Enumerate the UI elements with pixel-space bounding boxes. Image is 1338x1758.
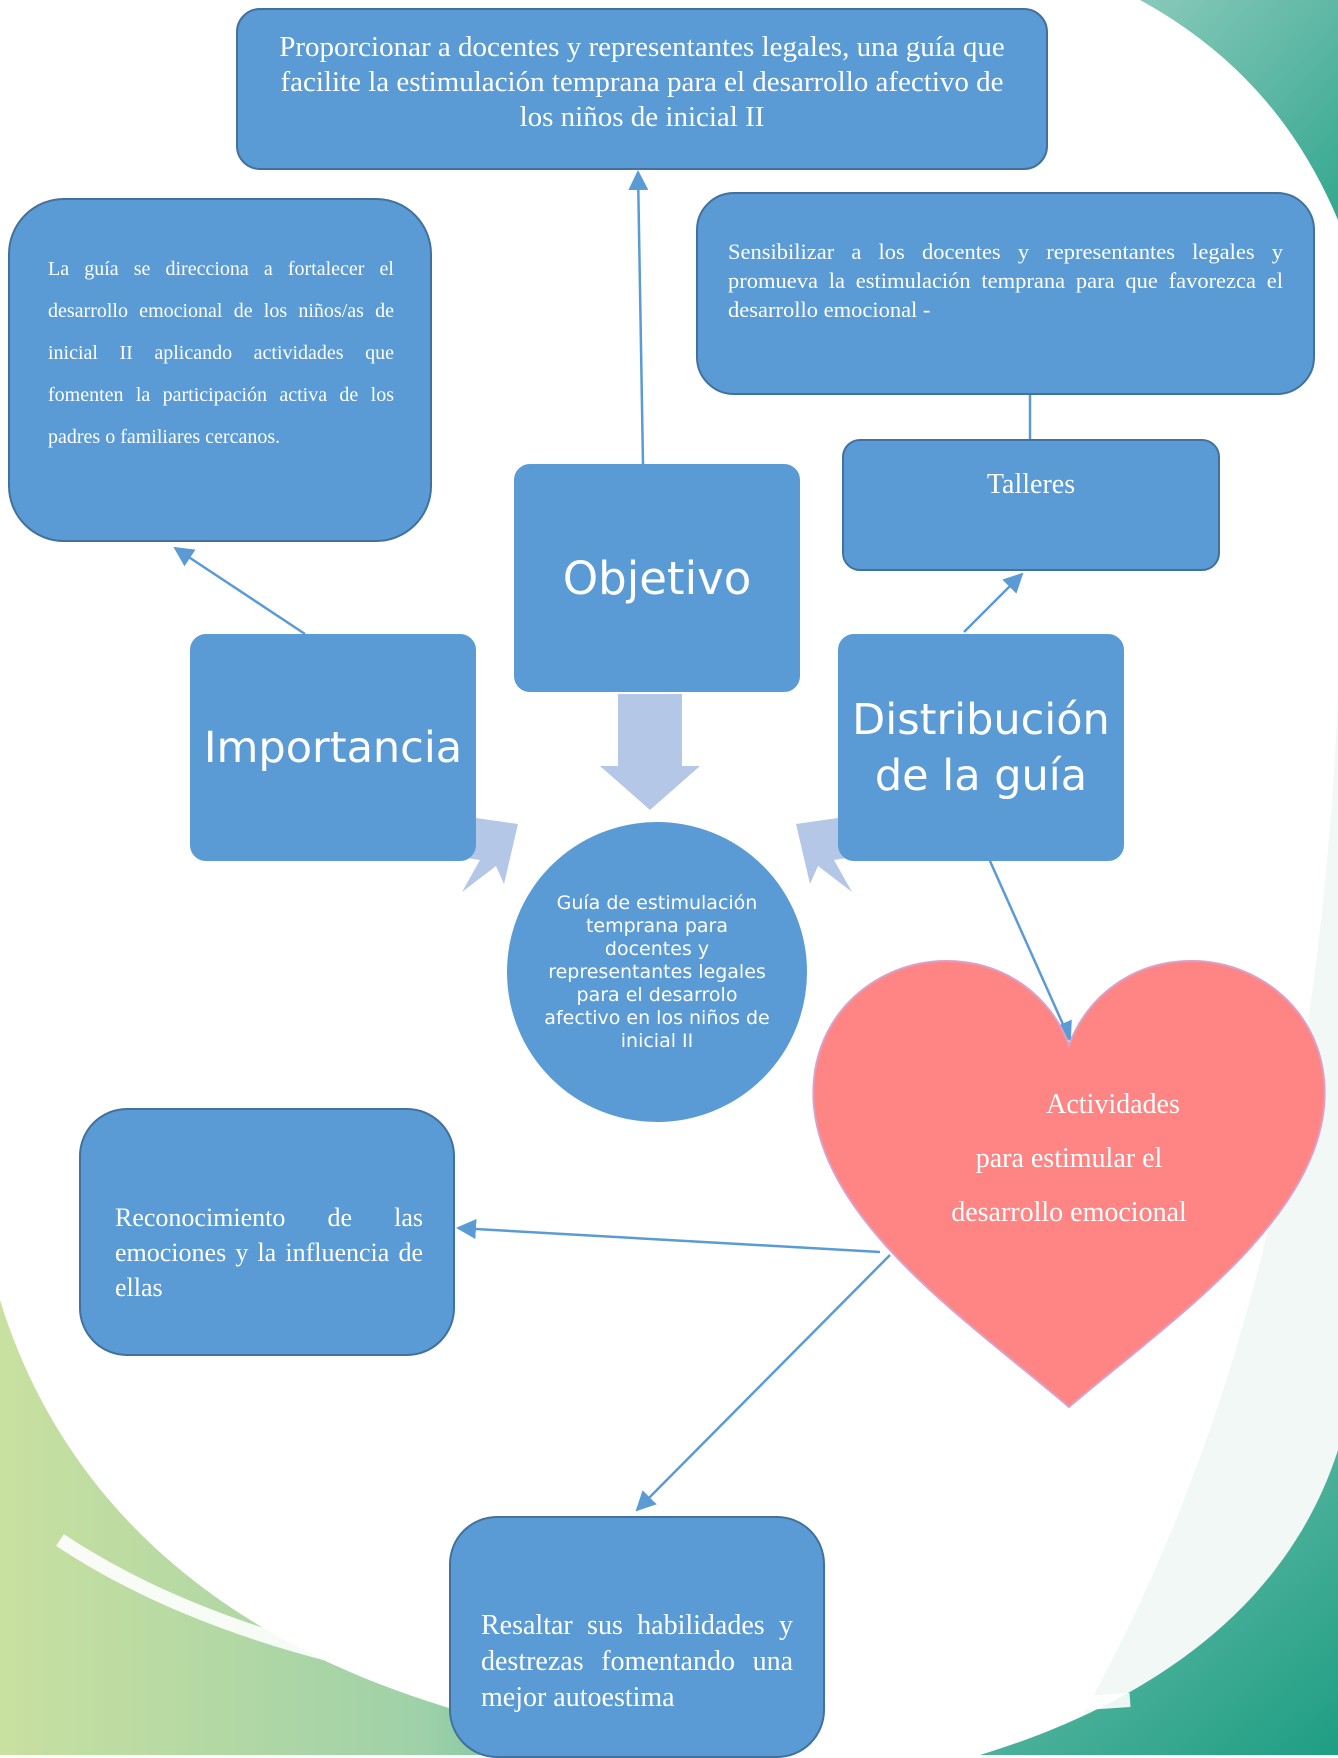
arrow-importancia-to-description (173, 546, 306, 636)
importance-description-box: La guía se direcciona a fortalecer el de… (8, 198, 432, 542)
highlight-box: Resaltar sus habilidades y destrezas fom… (449, 1516, 825, 1758)
arrow-activities-to-highlight (635, 1254, 891, 1512)
distribucion-box: Distribución de la guía (838, 634, 1124, 861)
center-text: Guía de estimulación temprana para docen… (544, 891, 770, 1052)
talleres-box: Talleres (842, 439, 1220, 571)
objective-box: Proporcionar a docentes y representantes… (236, 8, 1048, 170)
distribution-description-box: Sensibilizar a los docentes y representa… (696, 192, 1315, 395)
highlight-text: Resaltar sus habilidades y destrezas fom… (481, 1610, 793, 1713)
arrow-distribucion-to-talleres (963, 572, 1024, 633)
activities-line-1: Actividades (1046, 1089, 1180, 1120)
activities-line-2: para estimular el (975, 1143, 1163, 1174)
arrow-distribucion-to-activities (988, 860, 1072, 1042)
recognition-box: Reconocimiento de las emociones y la inf… (79, 1108, 455, 1356)
block-arrow-down (600, 694, 700, 810)
talleres-label: Talleres (986, 469, 1076, 500)
recognition-text: Reconocimiento de las emociones y la inf… (115, 1203, 423, 1302)
distribucion-label: Distribución de la guía (852, 694, 1110, 801)
importancia-label: Importancia (203, 722, 463, 773)
objective-text: Proporcionar a docentes y representantes… (279, 31, 1005, 133)
objetivo-box: Objetivo (514, 464, 800, 692)
arrow-objetivo-to-objective (628, 170, 649, 465)
heart-shape (812, 959, 1326, 1409)
activities-line-3: desarrollo emocional (951, 1197, 1187, 1228)
importancia-box: Importancia (190, 634, 476, 861)
background-swoosh-bottom-right (980, 1450, 1338, 1755)
activities-text: Actividades para estimular el desarrollo… (806, 1078, 1332, 1240)
arrow-activities-to-recognition (456, 1219, 881, 1254)
distribution-description-text: Sensibilizar a los docentes y representa… (728, 239, 1283, 322)
center-circle: Guía de estimulación temprana para docen… (507, 822, 807, 1122)
importance-description-text: La guía se direcciona a fortalecer el de… (48, 258, 394, 448)
objetivo-label: Objetivo (562, 551, 752, 605)
background-swoosh-top-right (1140, 0, 1338, 220)
background-swoosh-right (1060, 700, 1338, 1755)
heart-path (812, 959, 1326, 1409)
background-swoosh-bottom (0, 1300, 700, 1755)
